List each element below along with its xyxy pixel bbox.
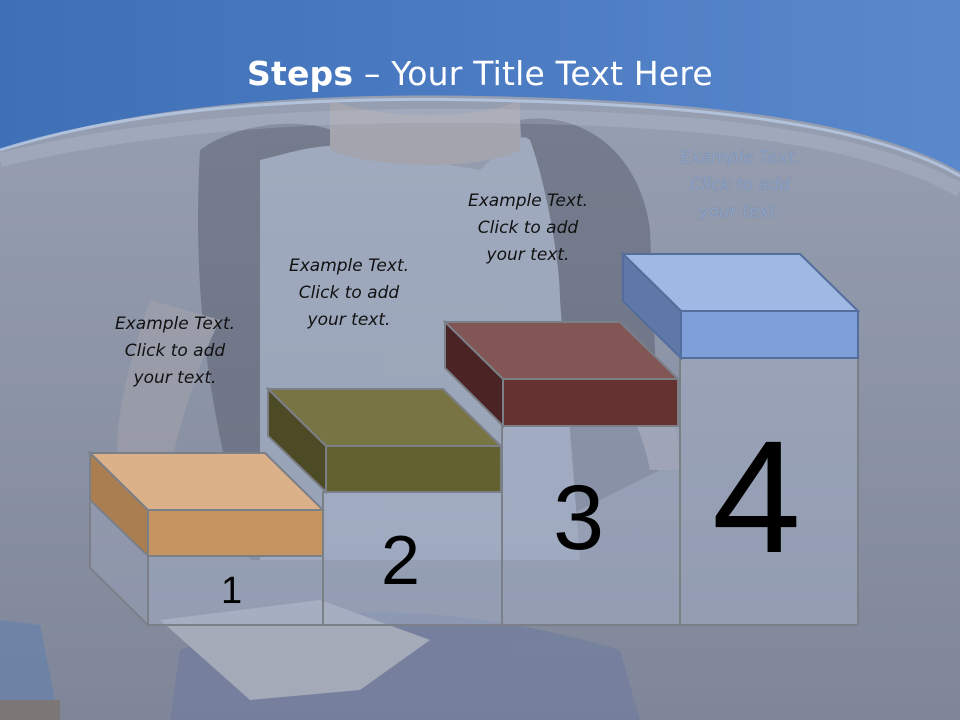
step-2-pillar	[322, 491, 503, 626]
step-2-caption-line-3: your text.	[307, 310, 391, 330]
step-3-caption-line-2: Click to add	[477, 218, 579, 238]
step-4-caption-line-2: Click to add	[689, 175, 791, 195]
step-3-block-front	[502, 378, 679, 427]
step-2-caption-line-1: Example Text.	[288, 256, 410, 276]
step-1-number: 1	[221, 570, 243, 612]
header-band	[0, 0, 960, 172]
step-4-number: 4	[712, 407, 801, 586]
step-4-block-front	[680, 310, 859, 359]
header-curve-glow	[0, 108, 960, 197]
step-3-number: 3	[553, 467, 605, 569]
step-4-caption-line-1: Example Text.	[679, 148, 801, 168]
step-2-block-front	[325, 445, 502, 493]
step-1-caption[interactable]: Example Text. Click to add your text.	[80, 311, 270, 392]
step-1-caption-line-3: your text.	[133, 368, 217, 388]
step-3-pillar	[501, 425, 681, 626]
step-4-caption-line-3: your text.	[698, 202, 782, 222]
step-2-number: 2	[381, 521, 420, 599]
step-1-group[interactable]	[87, 450, 326, 628]
step-3-caption[interactable]: Example Text. Click to add your text.	[433, 188, 623, 269]
step-3-group[interactable]	[442, 319, 681, 626]
step-2-caption-line-2: Click to add	[298, 283, 400, 303]
header-curve-line	[0, 97, 960, 178]
step-3-caption-line-3: your text.	[486, 245, 570, 265]
slide-title[interactable]: Steps – Your Title Text Here	[0, 52, 960, 96]
title-bold-part: Steps	[247, 54, 354, 93]
step-4-caption[interactable]: Example Text. Click to add your text.	[645, 145, 835, 226]
step-1-block-front	[147, 509, 324, 557]
step-3-caption-line-1: Example Text.	[467, 191, 589, 211]
step-4-group[interactable]	[620, 251, 861, 626]
step-1-caption-line-1: Example Text.	[114, 314, 236, 334]
title-rest-part: – Your Title Text Here	[353, 54, 713, 93]
step-1-caption-line-2: Click to add	[124, 341, 226, 361]
step-2-group[interactable]	[265, 386, 504, 626]
step-1-pillar	[147, 554, 324, 626]
step-2-caption[interactable]: Example Text. Click to add your text.	[254, 253, 444, 334]
